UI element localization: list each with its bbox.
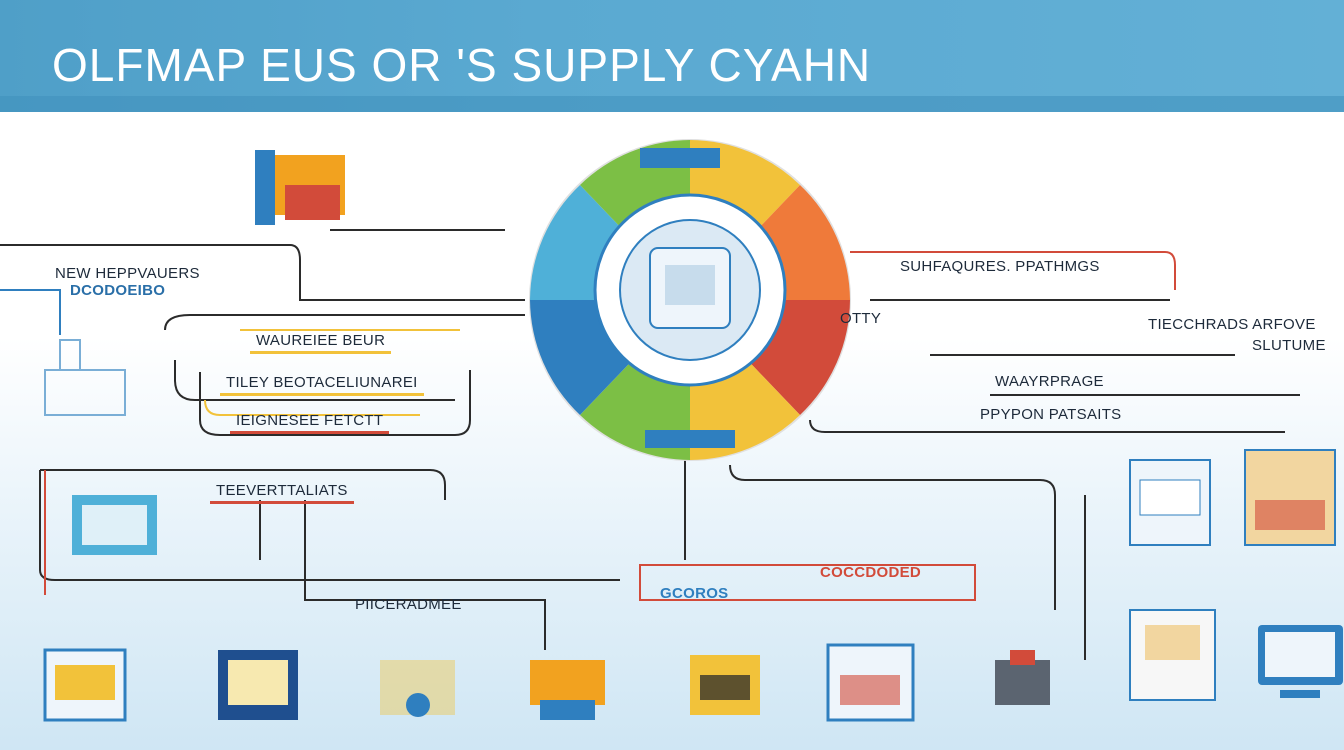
line-right-four bbox=[809, 419, 1285, 433]
label-mid-four: TEEVERTTALIATS bbox=[210, 480, 354, 504]
label-bottom-right-center-sub: GCOROS bbox=[660, 585, 729, 602]
line-left-top bbox=[0, 244, 525, 301]
label-right-top: SUHFAQURES. PPATHMGS bbox=[900, 258, 1100, 275]
computer-icon bbox=[1258, 625, 1343, 698]
factory-icon bbox=[44, 339, 126, 416]
label-right-two-sub: SLUTUME bbox=[1252, 337, 1326, 354]
label-right-one: OTTY bbox=[840, 310, 882, 327]
line-mid-two bbox=[174, 360, 455, 401]
label-right-three: WAAYRPRAGE bbox=[995, 373, 1104, 390]
factory-right-icon bbox=[1244, 449, 1336, 546]
label-left-top-sub: DCODOEIBO bbox=[70, 282, 166, 299]
hub-wheel bbox=[529, 139, 851, 461]
banner-strip bbox=[0, 96, 1344, 112]
line-right-red bbox=[850, 251, 1176, 290]
laptop-icon bbox=[72, 495, 157, 555]
monitor-icon bbox=[218, 650, 298, 720]
line-down-two bbox=[304, 500, 546, 650]
label-mid-one: WAUREIEE BEUR bbox=[250, 330, 392, 354]
store-icon bbox=[530, 660, 605, 720]
shelf-icon bbox=[1129, 609, 1216, 701]
building-icon bbox=[826, 643, 915, 722]
label-right-two: TIECCHRADS ARFOVE bbox=[1148, 316, 1316, 333]
line-bottom-left bbox=[39, 470, 620, 581]
line-blue-left bbox=[0, 289, 61, 335]
forklift-icon bbox=[995, 650, 1050, 705]
line-yellow bbox=[204, 399, 420, 416]
title-banner bbox=[0, 0, 1344, 112]
line-mid-three bbox=[199, 370, 471, 436]
page-title: OLFMAP EUS OR 'S SUPPLY CYAHN bbox=[52, 39, 872, 91]
truck-icon bbox=[690, 655, 760, 715]
warehouse-icon bbox=[43, 648, 127, 722]
label-mid-two: TILEY BEOTACELIUNAREI bbox=[220, 372, 424, 396]
line-right-down bbox=[729, 464, 1056, 610]
label-bottom-center: PIICERADMEE bbox=[355, 596, 462, 613]
delivery-icon bbox=[380, 660, 455, 717]
label-right-four: PPYPON PATSAITS bbox=[980, 406, 1122, 423]
line-mid-one bbox=[164, 314, 525, 331]
warehouse-right-icon bbox=[1129, 459, 1211, 546]
package-icon bbox=[255, 150, 345, 225]
line-bottom-left-top bbox=[40, 469, 446, 500]
label-mid-three: IEIGNESEE FETCTT bbox=[230, 410, 390, 434]
box-bottom-red bbox=[639, 564, 976, 601]
label-left-top: NEW HEPPVAUERS bbox=[55, 265, 200, 282]
label-bottom-right-center: COCCDODED bbox=[820, 564, 922, 581]
